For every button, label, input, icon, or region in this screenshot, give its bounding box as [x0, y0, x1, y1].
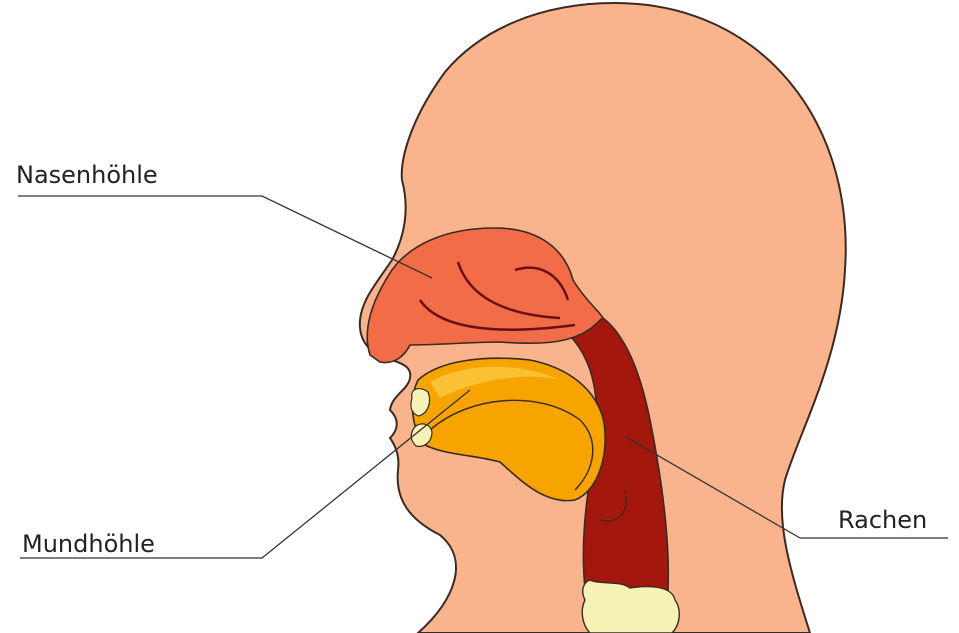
label-pharynx: Rachen — [838, 508, 927, 532]
label-oral-cavity: Mundhöhle — [22, 532, 155, 556]
label-nasal-cavity: Nasenhöhle — [16, 163, 158, 187]
leader-line-nasal-cavity — [18, 196, 432, 278]
